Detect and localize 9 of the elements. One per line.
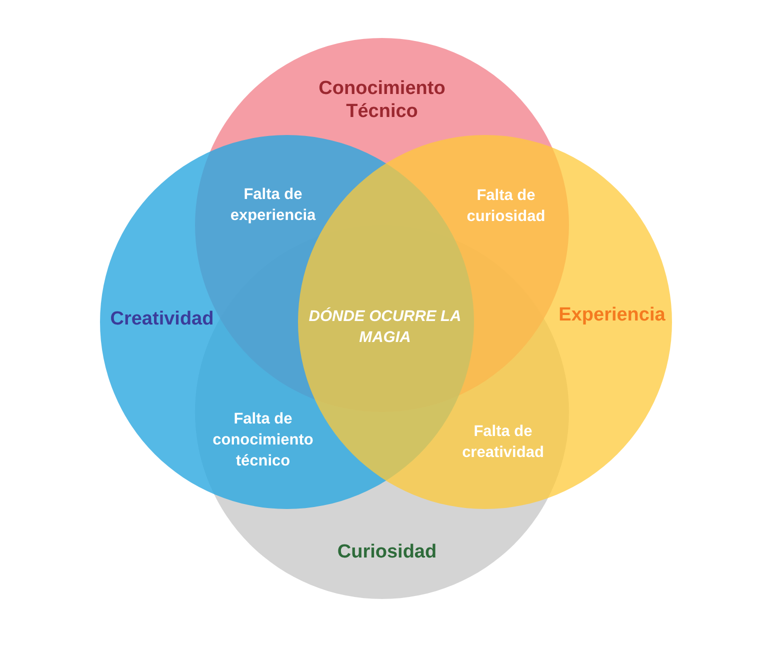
circle-title: Conocimiento Técnico	[318, 78, 446, 124]
overlap-label: Falta de experiencia	[229, 185, 317, 226]
center-label: DÓNDE OCURRE LA MAGIA	[308, 307, 462, 348]
overlap-label: Falta de creatividad	[461, 422, 545, 463]
circle-title: Curiosidad	[336, 542, 438, 564]
circle-title: Creatividad	[109, 308, 215, 332]
overlap-label: Falta de curiosidad	[466, 186, 546, 227]
overlap-label: Falta de conocimiento técnico	[212, 410, 314, 472]
circle-title: Experiencia	[558, 304, 666, 328]
